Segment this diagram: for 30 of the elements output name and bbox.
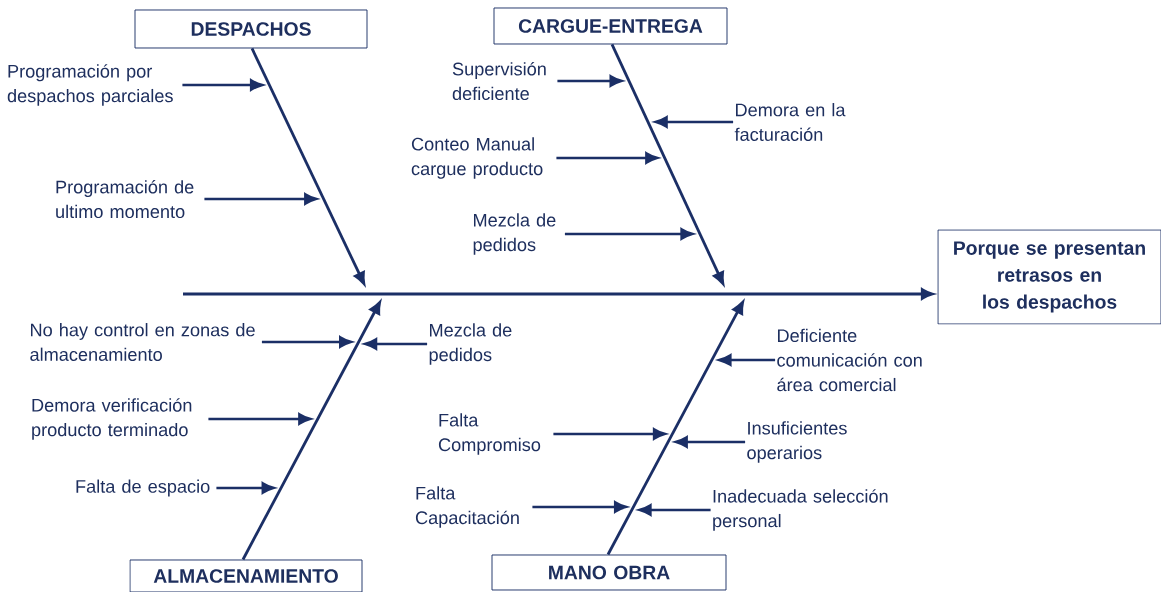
- cause-label: Supervisión deficiente: [452, 61, 546, 101]
- cause-label: No hay control en zonas de almacenamiento: [30, 323, 255, 361]
- cause-arrow: [654, 116, 734, 128]
- cause-arrow: [532, 501, 628, 513]
- cause-arrow: [556, 152, 659, 164]
- cause-label: Conteo Manual cargue producto: [411, 137, 543, 179]
- cause-label: Programación de ultimo momento: [56, 179, 194, 219]
- cause-label: Mezcla de pedidos: [473, 213, 556, 255]
- cause-label: Programación por despachos parciales: [7, 64, 173, 106]
- cause-label: Falta de espacio: [76, 479, 210, 497]
- cause-label: Falta Capacitación: [415, 486, 519, 528]
- bone-arrow: [610, 43, 725, 285]
- effect-box: Porque se presentan retrasos en los despachos: [937, 229, 1161, 325]
- bone-arrow: [250, 47, 366, 285]
- cause-label: Insuficientes operarios: [747, 421, 847, 463]
- cause-label: Inadecuada selección personal: [713, 489, 888, 531]
- cause-arrow: [363, 338, 428, 350]
- category-box: DESPACHOS: [134, 9, 368, 49]
- cause-arrow: [557, 75, 623, 87]
- cause-arrow: [564, 228, 694, 240]
- cause-label: Deficiente comunicación con área comercial: [777, 328, 922, 392]
- cause-label: Demora en la facturación: [734, 103, 846, 141]
- cause-arrow: [204, 193, 318, 205]
- cause-label: Demora verificación producto terminado: [32, 398, 192, 440]
- category-box: MANO OBRA: [491, 554, 727, 591]
- category-box: ALMACENAMIENTO: [129, 559, 363, 592]
- category-box: CARGUE-ENTREGA: [493, 7, 728, 45]
- cause-arrow: [182, 79, 264, 91]
- cause-label: Mezcla de pedidos: [429, 323, 512, 365]
- cause-label: Falta Compromiso: [438, 413, 541, 455]
